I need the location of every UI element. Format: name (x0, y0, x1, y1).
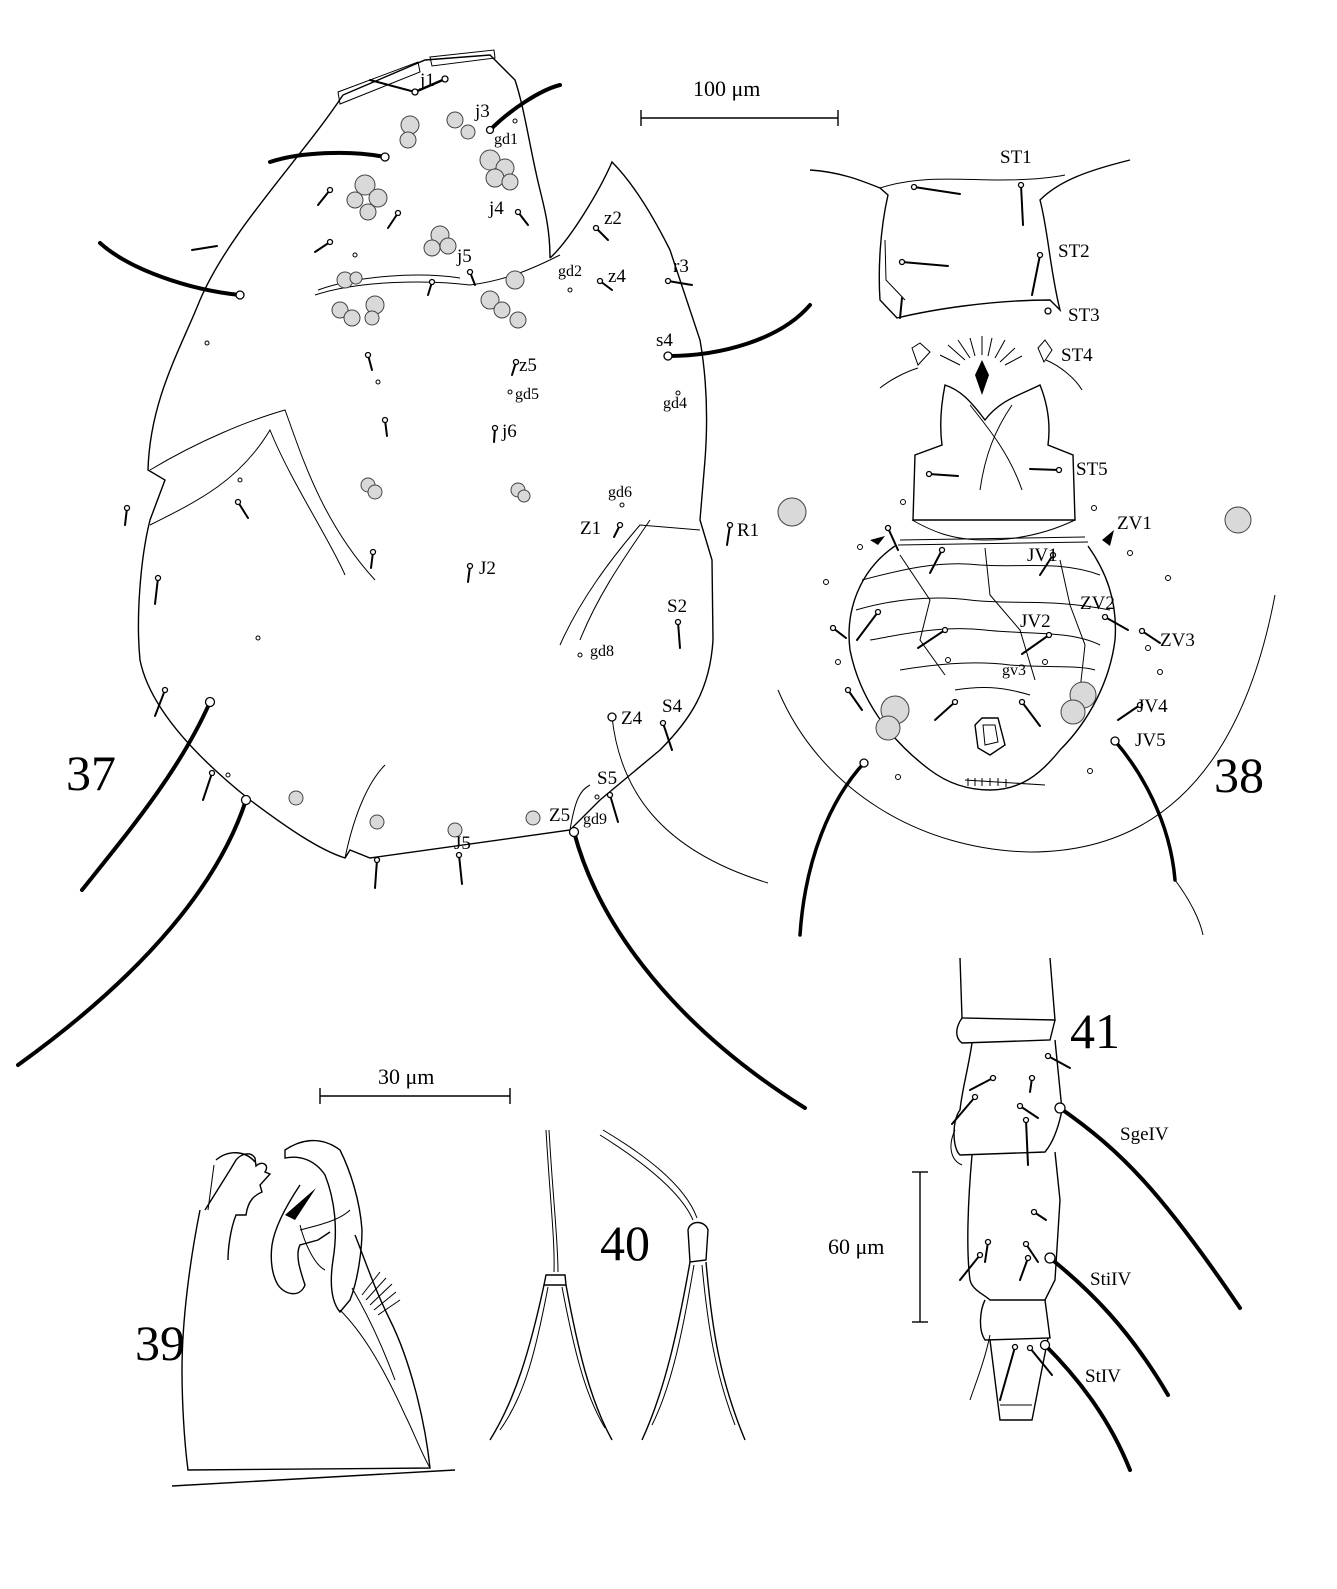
label-j1: j1 (419, 70, 435, 91)
scale-label-100: 100 μm (693, 76, 760, 101)
label-j5: j5 (456, 246, 472, 267)
label-R1: R1 (737, 520, 759, 541)
panel-40-setae: 40 (489, 1129, 746, 1441)
ventral-seta-labels: ST1 ST2 ST3 ST4 ST5 ZV1 JV1 ZV2 JV2 ZV3 … (1000, 147, 1195, 751)
panel-number-38: 38 (1214, 747, 1264, 803)
label-ZV3: ZV3 (1160, 630, 1195, 651)
panel-37-dorsal-shield: j1 j3 gd1 j4 z2 j5 gd2 z4 r3 s4 z5 gd5 g… (16, 49, 812, 1110)
panel-41-leg: SgeIV StiIV StIV 41 (950, 957, 1242, 1472)
label-gd8: gd8 (590, 643, 614, 660)
tritosternum (939, 336, 1023, 395)
label-gd4: gd4 (663, 395, 687, 412)
panel-number-39: 39 (135, 1315, 185, 1371)
label-j6: j6 (501, 421, 517, 442)
label-j4: j4 (488, 198, 504, 219)
label-JV5: JV5 (1135, 730, 1166, 751)
short-setae (123, 75, 734, 889)
label-gv3: gv3 (1002, 662, 1026, 679)
long-setae (16, 83, 812, 1110)
scale-bar-100: 100 μm (640, 76, 839, 126)
panel-38-ventral: ST1 ST2 ST3 ST4 ST5 ZV1 JV1 ZV2 JV2 ZV3 … (777, 147, 1276, 937)
panel-39-chelicera: 39 (135, 1139, 456, 1487)
label-JV1: JV1 (1027, 545, 1058, 566)
scale-label-30: 30 μm (378, 1064, 434, 1089)
label-gd9: gd9 (583, 811, 607, 828)
label-gd6: gd6 (608, 484, 632, 501)
label-z5: z5 (519, 355, 537, 376)
label-z4: z4 (608, 266, 626, 287)
ventral-pores (823, 499, 1171, 780)
label-gd1: gd1 (494, 131, 518, 148)
label-J5: J5 (454, 833, 471, 854)
pores (204, 118, 681, 800)
label-gd5: gd5 (515, 386, 539, 403)
label-ST2: ST2 (1058, 241, 1090, 262)
label-s4: s4 (656, 330, 673, 351)
scale-bar-60: 60 μm (828, 1171, 928, 1323)
label-JV2: JV2 (1020, 611, 1051, 632)
label-StIV: StIV (1085, 1366, 1121, 1387)
label-StiIV: StiIV (1090, 1269, 1131, 1290)
panel-number-40: 40 (600, 1215, 650, 1271)
label-ST4: ST4 (1061, 345, 1093, 366)
panel-number-37: 37 (66, 745, 116, 801)
scale-bar-30: 30 μm (319, 1064, 511, 1104)
panel-number-41: 41 (1070, 1003, 1120, 1059)
gland-clusters (288, 111, 807, 838)
label-JV4: JV4 (1137, 696, 1168, 717)
label-SgeIV: SgeIV (1120, 1124, 1169, 1145)
label-Z4: Z4 (621, 708, 643, 729)
label-J2: J2 (479, 558, 496, 579)
label-S5: S5 (597, 768, 617, 789)
label-ZV1: ZV1 (1117, 513, 1152, 534)
label-ST5: ST5 (1076, 459, 1108, 480)
label-Z5: Z5 (549, 805, 570, 826)
label-S2: S2 (667, 596, 687, 617)
label-ST1: ST1 (1000, 147, 1032, 168)
label-ST3: ST3 (1068, 305, 1100, 326)
scale-label-60: 60 μm (828, 1234, 884, 1259)
label-r3: r3 (673, 256, 689, 277)
label-S4: S4 (662, 696, 683, 717)
label-gd2: gd2 (558, 263, 582, 280)
label-ZV2: ZV2 (1080, 593, 1115, 614)
label-Z1: Z1 (580, 518, 601, 539)
label-j3: j3 (474, 101, 490, 122)
dorsal-seta-labels: j1 j3 gd1 j4 z2 j5 gd2 z4 r3 s4 z5 gd5 g… (419, 70, 759, 854)
label-z2: z2 (604, 208, 622, 229)
